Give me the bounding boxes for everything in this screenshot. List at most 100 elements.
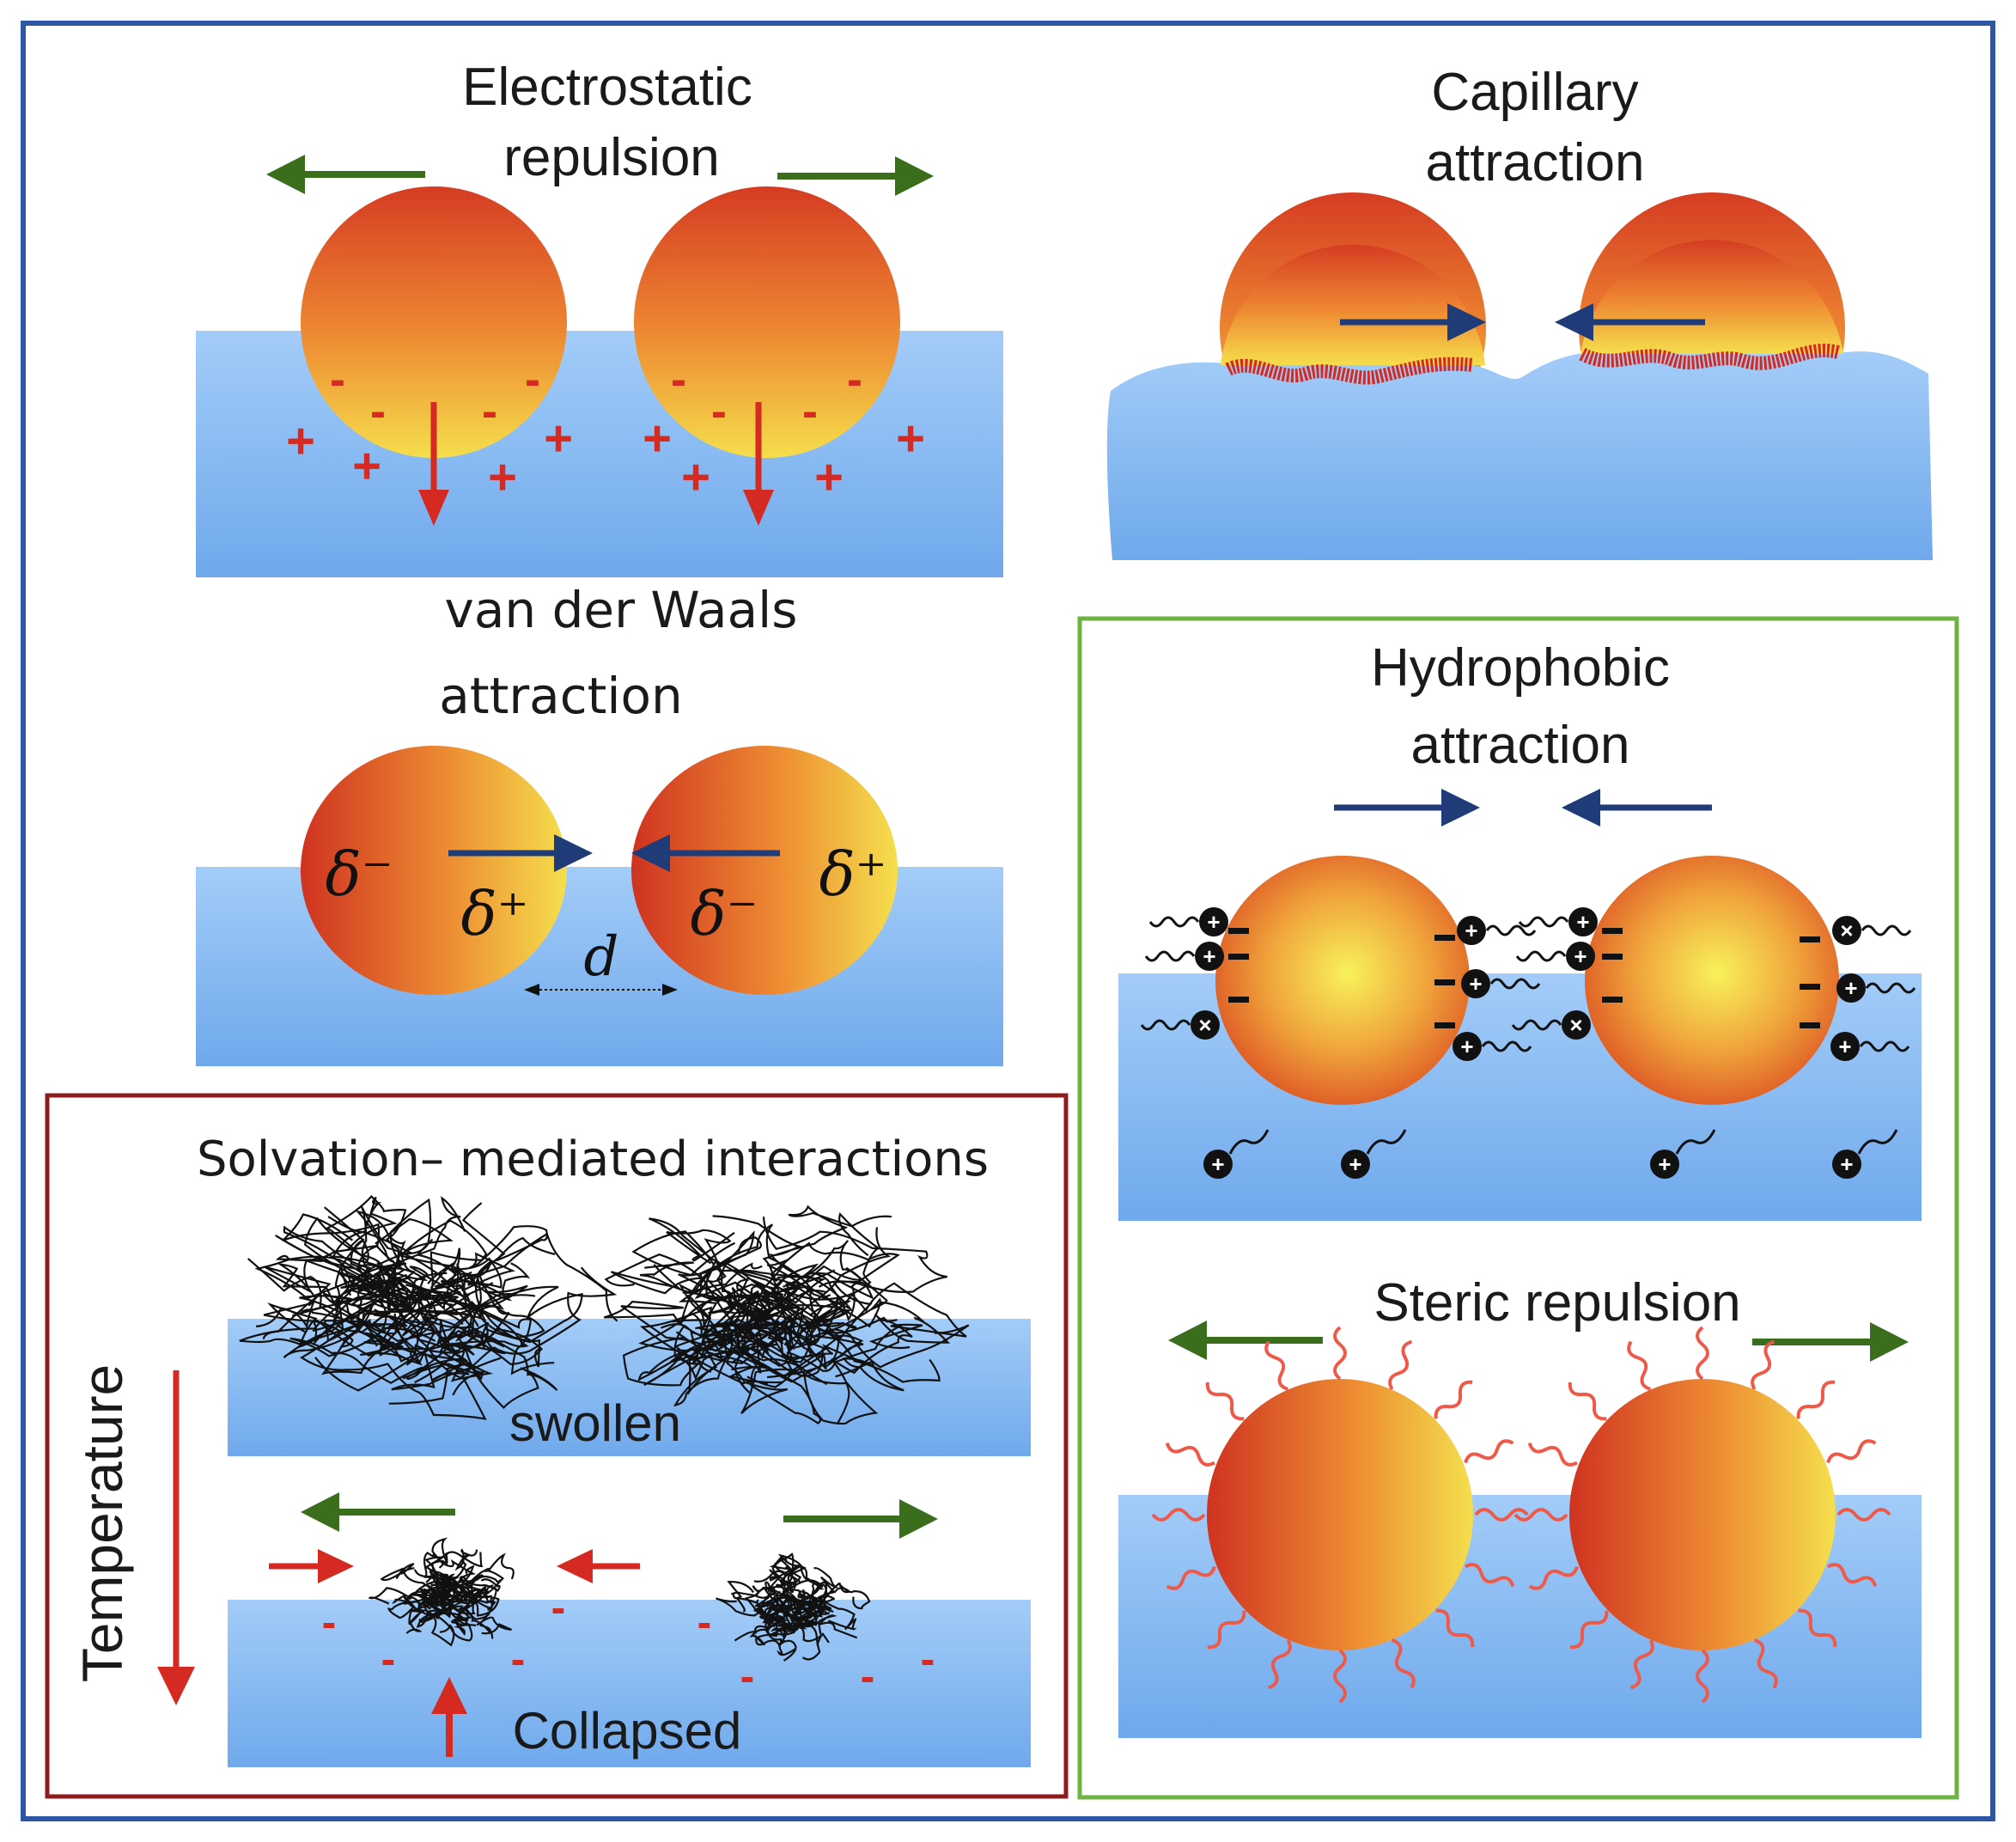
polymer-strand — [379, 1293, 470, 1383]
steric-ligand — [1435, 1608, 1475, 1648]
steric-ligand — [1696, 1649, 1709, 1704]
polymer-strand — [323, 1280, 397, 1344]
swollen-label: swollen — [509, 1394, 681, 1452]
red-frame — [45, 1093, 1069, 1799]
positive-charge: + — [681, 449, 710, 505]
polymer-strand — [783, 1301, 951, 1350]
polymer-coil — [603, 1205, 970, 1425]
upward-arrow — [431, 1677, 467, 1757]
electrostatic-title-line2: repulsion — [503, 128, 720, 187]
negative-charge — [1800, 936, 1820, 942]
polymer-strand — [324, 1195, 407, 1276]
svg-text:+: + — [1840, 1151, 1853, 1177]
steric-ligand — [1827, 1563, 1878, 1588]
polymer-strand — [733, 1295, 879, 1425]
positive-charge: + — [643, 411, 672, 467]
polymer-strand — [314, 1255, 472, 1319]
negative-charge: - — [525, 354, 540, 406]
polymer-strand — [435, 1571, 468, 1603]
negative-charge — [1800, 1022, 1820, 1028]
polymer-strand — [610, 1223, 817, 1317]
polymer-strand — [283, 1225, 405, 1329]
water-meniscus — [1106, 351, 1933, 560]
negative-charge: - — [711, 386, 727, 437]
polymer-strand — [801, 1316, 913, 1424]
particle-upper — [1221, 244, 1485, 365]
polymer-strand — [424, 1300, 541, 1368]
negative-charge — [1602, 954, 1623, 960]
surfactant-head: + — [1836, 973, 1866, 1003]
steric-ligand — [1474, 1508, 1529, 1522]
surfactant-tail — [1148, 916, 1200, 928]
surfactant-head: × — [1191, 1010, 1220, 1040]
negative-charge — [1228, 954, 1249, 960]
green-frame — [1077, 616, 1959, 1800]
polymer-strand — [447, 1202, 506, 1289]
polymer-strand — [790, 1602, 821, 1661]
electrostatic-right-arrow — [777, 156, 934, 196]
negative-charge: - — [671, 354, 686, 406]
hydrophobic-title-line2: attraction — [1410, 716, 1629, 775]
polymer-strand — [766, 1615, 786, 1646]
surfactant-tail — [1865, 982, 1916, 994]
steric-ligand — [1205, 1382, 1245, 1421]
polymer-strand — [390, 1292, 529, 1363]
polymer-strand — [691, 1304, 778, 1364]
steric-ligand — [1568, 1382, 1607, 1421]
polymer-strand — [678, 1262, 763, 1327]
polymer-strand — [440, 1232, 618, 1322]
particle — [301, 746, 567, 995]
steric-ligand — [1753, 1638, 1778, 1689]
polymer-strand — [301, 1284, 454, 1327]
steric-ligand — [1826, 1439, 1877, 1464]
negative-charge: - — [861, 1652, 875, 1700]
negative-charge: - — [381, 1635, 396, 1683]
polymer-strand — [423, 1551, 443, 1589]
polymer-coil — [716, 1552, 871, 1662]
svg-text:+: + — [1574, 943, 1587, 969]
polymer-strand — [674, 1276, 826, 1385]
capillary-title-line2: attraction — [1425, 133, 1644, 192]
repulsion-arrow — [783, 1499, 938, 1539]
polymer-strand — [779, 1269, 874, 1339]
surfactant-tail — [1859, 1040, 1910, 1052]
svg-text:+: + — [1838, 1034, 1851, 1059]
polymer-strand — [275, 1235, 411, 1293]
collapsed-label: Collapsed — [513, 1702, 742, 1760]
negative-charge: - — [370, 386, 386, 437]
svg-text:+: + — [1576, 909, 1589, 935]
surfactant-tail — [1857, 1129, 1898, 1155]
steric-ligand — [1267, 1639, 1292, 1690]
svg-text:+: + — [1844, 975, 1857, 1001]
surfactant-tail — [1511, 1019, 1562, 1031]
polymer-strand — [392, 1595, 441, 1625]
surfactant-head: + — [1453, 1032, 1482, 1061]
polymer-strand — [726, 1342, 797, 1414]
svg-text:+: + — [1207, 909, 1220, 935]
steric-ligand — [1528, 1565, 1579, 1590]
polymer-strand — [406, 1590, 452, 1612]
attraction-arrow — [1562, 789, 1712, 826]
svg-text:×: × — [1198, 1012, 1211, 1038]
steric-ligand — [1165, 1442, 1215, 1467]
negative-charge — [1434, 935, 1455, 941]
polymer-strand — [299, 1216, 413, 1321]
attraction-arrow — [1555, 303, 1705, 341]
negative-charge: - — [847, 354, 862, 406]
surfactant-head: + — [1832, 1150, 1861, 1179]
negative-charge — [1434, 1022, 1455, 1028]
positive-charge: + — [896, 411, 925, 467]
svg-text:×: × — [1840, 918, 1853, 943]
surfactant-tail — [1489, 978, 1541, 990]
particle — [1207, 1379, 1473, 1650]
surfactant-head: + — [1461, 969, 1490, 998]
polymer-strand — [762, 1217, 947, 1293]
positive-charge: + — [814, 449, 844, 505]
negative-charge: - — [697, 1598, 712, 1646]
negative-charge: - — [921, 1635, 935, 1683]
capillary-panel: Capillary attraction — [1106, 63, 1933, 560]
steric-ligand — [1264, 1340, 1289, 1391]
polymer-strand — [484, 1262, 583, 1344]
particle — [631, 746, 898, 995]
electrostatic-title-line1: Electrostatic — [462, 58, 752, 117]
